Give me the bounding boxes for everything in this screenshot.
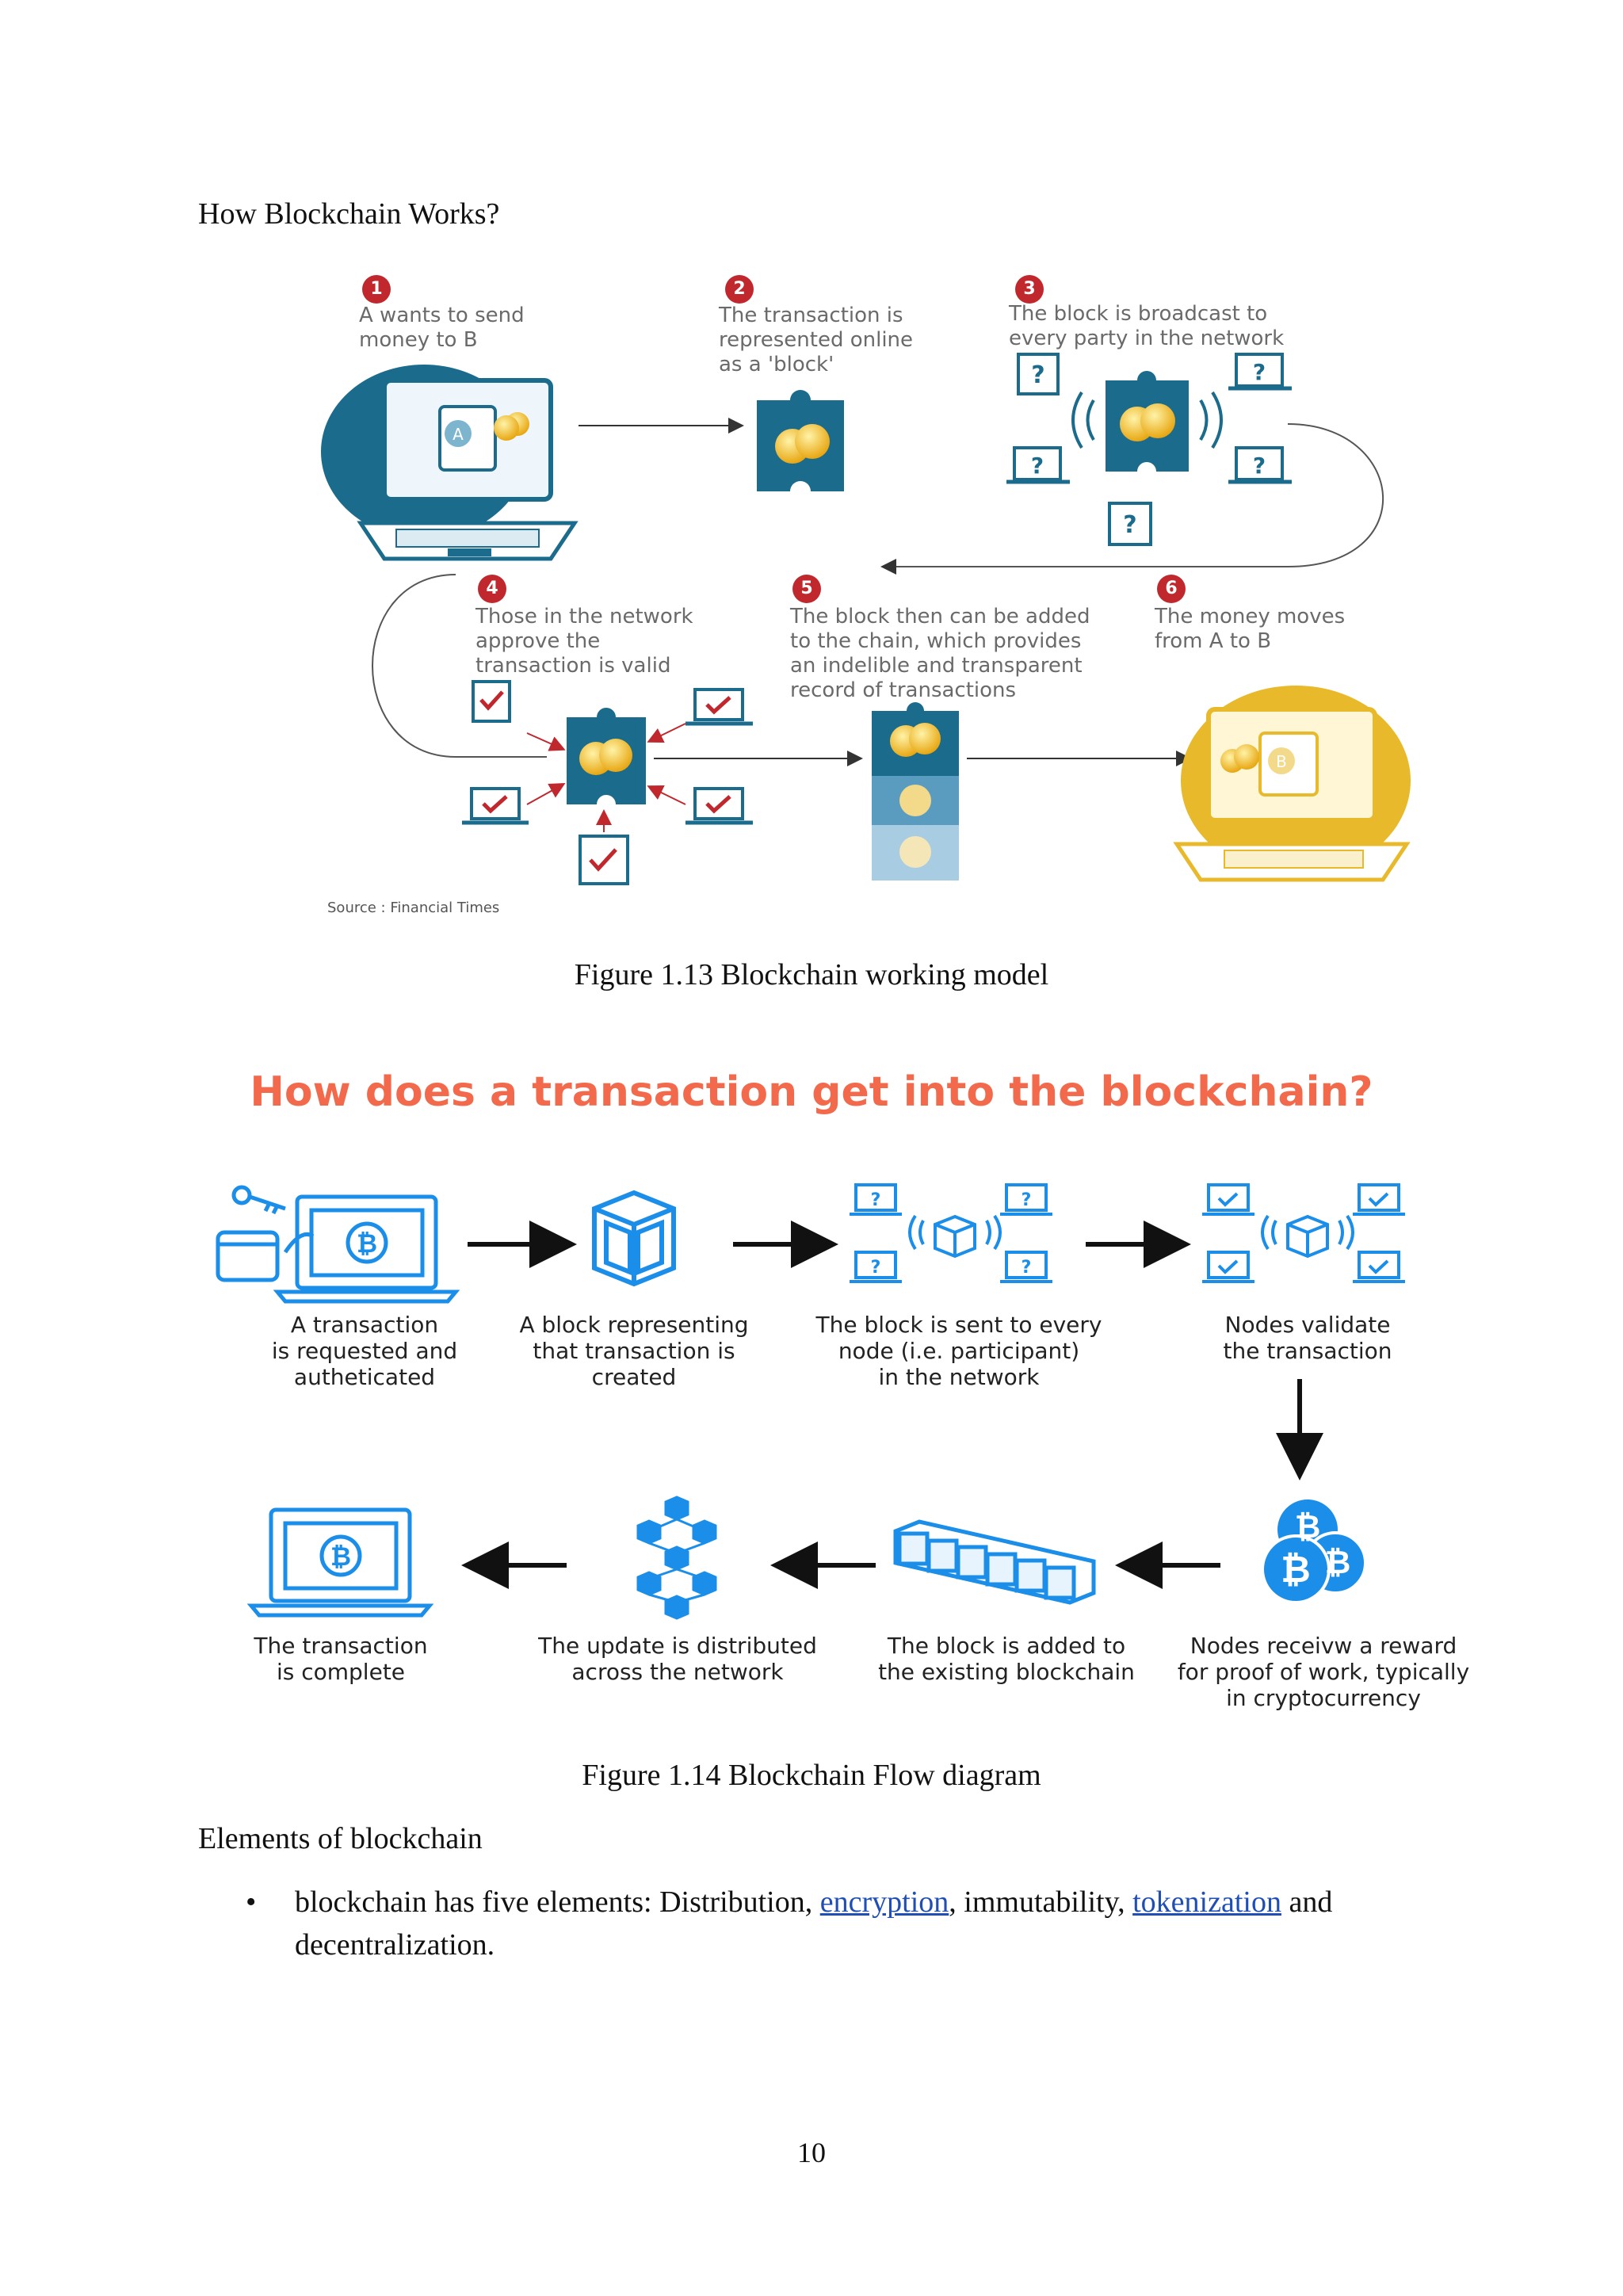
elements-heading: Elements of blockchain xyxy=(198,1822,483,1855)
blockchain-working-model-figure: A ? xyxy=(313,266,1423,927)
blockchain-cubes-icon xyxy=(893,1519,1096,1605)
step-number-5: 5 xyxy=(792,575,821,603)
question-icon: ? xyxy=(1022,1258,1032,1278)
svg-text:₿: ₿ xyxy=(357,1228,377,1259)
question-icon: ? xyxy=(871,1258,881,1278)
blockchain-flow-diagram: ₿ ? ? ? ? xyxy=(206,1165,1474,1720)
broadcast-nodes-icon xyxy=(850,1183,1052,1283)
node-question-icon: ? xyxy=(1006,446,1070,484)
svg-text:?: ? xyxy=(1031,361,1044,389)
flow-step-2-label: A block representing that transaction is… xyxy=(519,1312,749,1390)
figure-source: Source : Financial Times xyxy=(327,900,500,916)
node-question-icon: ? xyxy=(1228,446,1292,484)
svg-text:₿: ₿ xyxy=(1281,1548,1311,1591)
question-icon: ? xyxy=(871,1190,881,1210)
flow-step-6-label: The block is added to the existing block… xyxy=(878,1633,1135,1685)
block-cube-icon xyxy=(592,1190,676,1287)
laptop-b-icon: B xyxy=(1173,686,1411,882)
bullet-text-part3: and xyxy=(1281,1885,1333,1919)
check-node-icon xyxy=(685,787,753,825)
laptop-bitcoin-key-icon: ₿ xyxy=(216,1185,460,1304)
step-text-2: The transaction is represented online as… xyxy=(719,304,914,376)
node-question-icon: ? xyxy=(1108,502,1152,546)
step-number-1: 1 xyxy=(362,275,391,304)
bullet-text-line2: decentralization. xyxy=(295,1928,495,1962)
check-node-icon xyxy=(472,680,511,723)
flow-step-5-label: Nodes receivw a reward for proof of work… xyxy=(1177,1633,1470,1711)
laptop-b-label: B xyxy=(1276,752,1287,771)
svg-text:?: ? xyxy=(1031,453,1044,479)
laptop-a-icon: A xyxy=(321,365,579,561)
page-number: 10 xyxy=(797,2137,826,2168)
figure-1-14-caption: Figure 1.14 Blockchain Flow diagram xyxy=(582,1759,1041,1792)
broadcast-block-icon xyxy=(1071,371,1223,481)
step-number-2: 2 xyxy=(725,275,754,304)
check-node-icon xyxy=(462,787,529,825)
tokenization-link[interactable]: tokenization xyxy=(1132,1885,1281,1919)
laptop-bitcoin-complete-icon: ₿ xyxy=(246,1507,434,1618)
step-text-5: The block then can be added to the chain… xyxy=(790,605,1090,702)
svg-text:₿: ₿ xyxy=(1295,1509,1321,1545)
distributed-network-icon xyxy=(636,1496,717,1620)
flow-diagram-title: How does a transaction get into the bloc… xyxy=(250,1068,1373,1116)
bitcoin-reward-icon: ₿ ₿ ₿ xyxy=(1261,1499,1367,1604)
svg-text:₿: ₿ xyxy=(1325,1545,1351,1581)
step-number-3: 3 xyxy=(1015,275,1044,304)
bullet-symbol: • xyxy=(246,1885,257,1919)
bullet-text-part1: blockchain has five elements: Distributi… xyxy=(295,1885,820,1919)
step-number-4: 4 xyxy=(478,575,506,603)
encryption-link[interactable]: encryption xyxy=(819,1885,949,1919)
step-text-1: A wants to send money to B xyxy=(359,304,525,352)
bullet-text-part2: , immutability, xyxy=(949,1885,1133,1919)
question-icon: ? xyxy=(1022,1190,1032,1210)
step-text-3: The block is broadcast to every party in… xyxy=(1009,302,1285,350)
step-number-6: 6 xyxy=(1157,575,1186,603)
node-question-icon: ? xyxy=(1017,353,1060,395)
check-node-icon xyxy=(579,835,629,885)
figure-1-13-caption: Figure 1.13 Blockchain working model xyxy=(574,958,1049,991)
block-puzzle-icon xyxy=(757,390,844,502)
step-text-6: The money moves from A to B xyxy=(1155,605,1346,653)
flow-step-3-label: The block is sent to every node (i.e. pa… xyxy=(815,1312,1102,1390)
node-question-icon: ? xyxy=(1228,353,1292,391)
svg-text:?: ? xyxy=(1253,453,1266,479)
blockchain-chain-icon xyxy=(872,702,959,881)
figure2-graphics: ₿ ? ? ? ? xyxy=(216,1183,1405,1620)
section-heading: How Blockchain Works? xyxy=(198,197,500,231)
step-text-4: Those in the network approve the transac… xyxy=(475,605,693,678)
flow-step-8-label: The transaction is complete xyxy=(254,1633,428,1685)
flow-step-4-label: Nodes validate the transaction xyxy=(1223,1312,1392,1364)
validation-block-icon xyxy=(567,708,646,814)
flow-step-1-label: A transaction is requested and authetica… xyxy=(271,1312,458,1390)
svg-text:₿: ₿ xyxy=(330,1541,351,1572)
bullet-text: blockchain has five elements: Distributi… xyxy=(295,1885,1444,1920)
figure1-graphics: A ? xyxy=(321,353,1411,885)
svg-text:?: ? xyxy=(1253,359,1266,385)
check-node-icon xyxy=(685,688,753,726)
svg-text:?: ? xyxy=(1123,511,1136,539)
flow-step-7-label: The update is distributed across the net… xyxy=(538,1633,817,1685)
laptop-a-label: A xyxy=(453,425,464,444)
validate-nodes-icon xyxy=(1202,1183,1405,1283)
